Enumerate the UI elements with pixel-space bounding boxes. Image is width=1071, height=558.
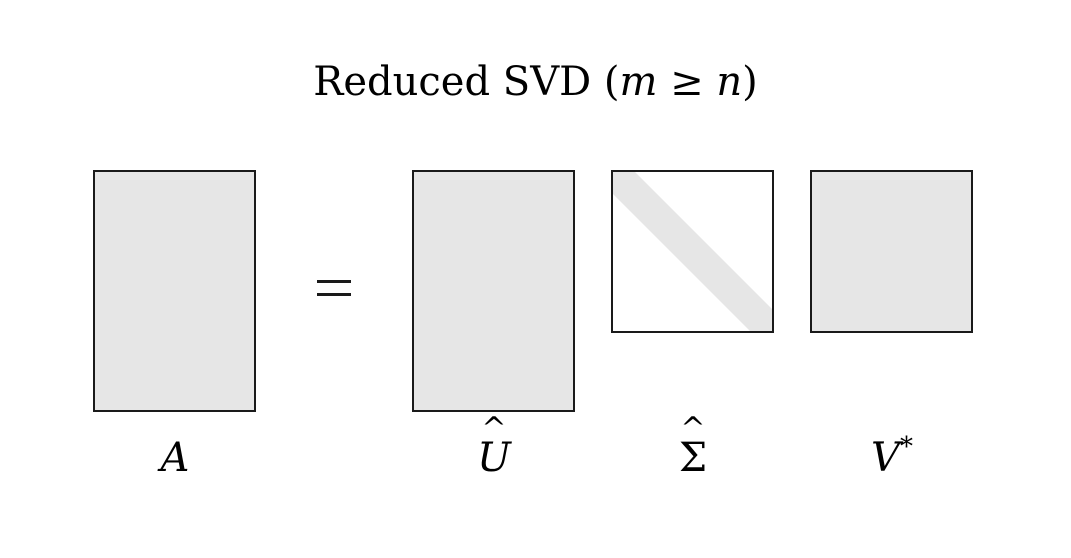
label-a: A <box>95 428 255 488</box>
label-a-symbol: A <box>160 435 190 481</box>
label-u-hat-accent: ^ <box>481 411 507 446</box>
equals-sign <box>300 262 366 312</box>
label-sigma-hat-wrap: ^ Σ <box>678 414 708 488</box>
matrix-a-block <box>93 170 256 412</box>
sigma-diagonal-band <box>613 172 772 331</box>
equals-bar-bottom <box>317 293 351 296</box>
title-open-paren: ( <box>603 59 620 105</box>
matrix-sigma-hat-block <box>611 170 774 333</box>
label-sigma-hat: ^ Σ <box>613 414 773 488</box>
label-v-symbol: V <box>871 435 900 481</box>
equals-bar-top <box>317 280 351 283</box>
title-var-n: n <box>716 59 743 105</box>
matrix-u-hat-block <box>412 170 575 412</box>
sigma-diagonal-stripe <box>613 172 772 331</box>
matrix-v-star-block <box>810 170 973 333</box>
label-sigma-symbol: Σ <box>678 435 708 481</box>
label-u-hat: ^ U <box>414 414 574 488</box>
label-sigma-hat-accent: ^ <box>680 411 706 446</box>
title-text: Reduced SVD <box>313 59 592 105</box>
title-close-paren: ) <box>742 59 758 105</box>
label-v-star: V* <box>812 428 972 493</box>
title-var-m: m <box>619 59 658 105</box>
label-v-superscript: * <box>899 432 913 462</box>
label-u-hat-wrap: ^ U <box>477 414 511 488</box>
title-relation: ≥ <box>670 59 704 105</box>
label-u-symbol: U <box>477 435 511 481</box>
diagram-title: Reduced SVD (m ≥ n) <box>0 52 1071 112</box>
